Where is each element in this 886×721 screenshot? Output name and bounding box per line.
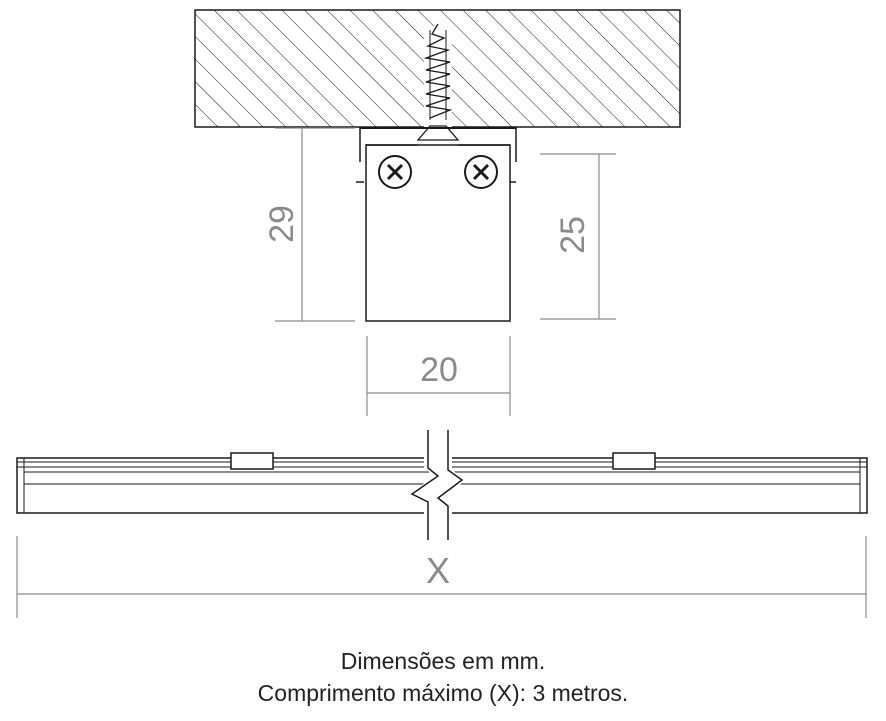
mounting-clip [356, 127, 517, 183]
dimension-profile-height: 25 [540, 153, 616, 320]
break-symbol [410, 430, 466, 540]
caption-units: Dimensões em mm. [340, 648, 546, 674]
dimension-length: X [16, 536, 867, 618]
caption-max-length: Comprimento máximo (X): 3 metros. [257, 680, 629, 706]
screw-icon [416, 23, 460, 141]
fixing-screw-right-icon [464, 155, 498, 189]
dimension-width: 20 [366, 336, 511, 416]
fixing-screw-left-icon [378, 155, 412, 189]
dimension-label-29: 29 [263, 205, 301, 243]
dimension-label-x: X [426, 550, 450, 591]
dimension-total-height: 29 [263, 127, 355, 322]
dimension-label-20: 20 [420, 351, 458, 389]
dimension-label-25: 25 [554, 216, 592, 254]
